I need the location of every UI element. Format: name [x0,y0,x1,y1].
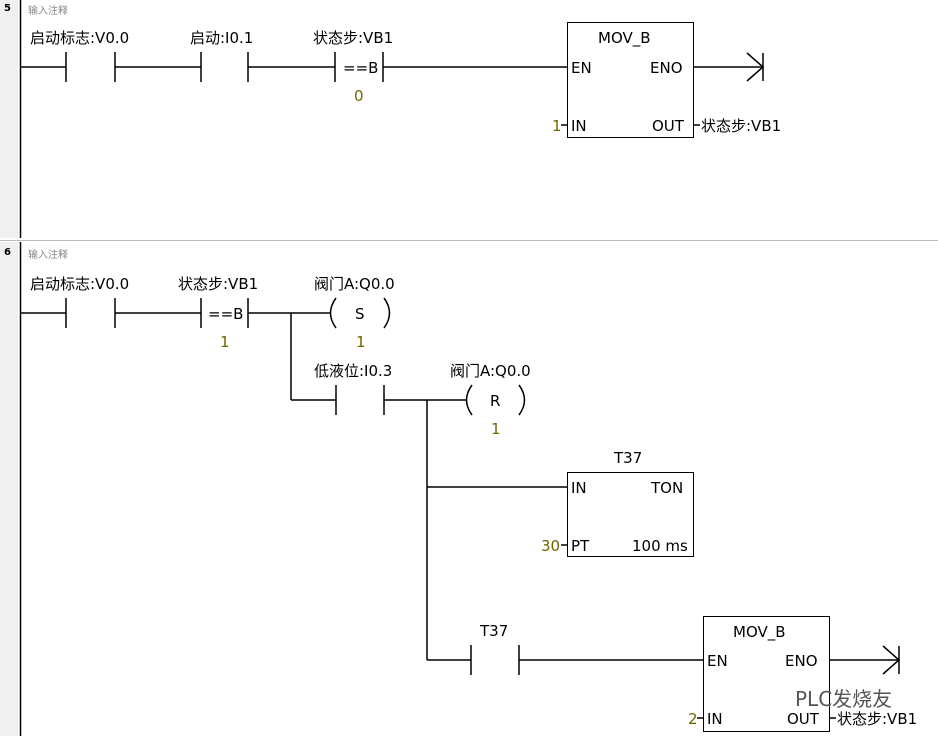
n5-mov-b-in: IN [571,117,587,135]
n6-mov-b-en: EN [707,652,728,670]
n6-contact-start-flag[interactable] [62,296,120,330]
network-5-gutter [0,0,18,238]
n5-mov-b-out: OUT [652,117,684,135]
n6-timer-type: TON [651,479,684,497]
n6-compare-label: 状态步:VB1 [178,275,259,293]
n6-contact-low-level[interactable] [332,383,388,417]
n6-mov-b-out: OUT [787,710,819,728]
n5-compare-label: 状态步:VB1 [313,29,394,47]
n6-timer-title: T37 [614,449,643,467]
n6-contact-start-flag-label: 启动标志:V0.0 [30,275,130,293]
n5-contact-start-flag-label: 启动标志:V0.0 [30,29,130,47]
n5-contact-start-label: 启动:I0.1 [190,29,254,47]
n6-reset-coil-type[interactable]: R [490,392,501,410]
n6-mov-b-in: IN [707,710,723,728]
n6-mov-b-title: MOV_B [733,623,786,641]
n6-set-coil-type[interactable]: S [355,305,365,323]
n5-contact-start-flag[interactable] [62,50,120,84]
n5-mov-b-title: MOV_B [598,29,651,47]
n5-mov-b-in-value[interactable]: 1 [552,117,562,135]
n6-mov-b-out-value[interactable]: 状态步:VB1 [837,710,918,728]
n6-timer-pt-value[interactable]: 30 [541,537,561,555]
n5-mov-b-eno: ENO [650,59,683,77]
n6-mov-b-eno: ENO [785,652,818,670]
n6-set-coil-value: 1 [356,333,366,351]
n5-compare-op[interactable]: ==B [343,59,379,77]
network-5-number[interactable]: 5 [4,3,11,14]
n6-mov-b-box[interactable] [703,616,830,732]
network-6-number[interactable]: 6 [4,247,11,258]
n6-timer-pt: PT [571,537,590,555]
n5-mov-b-out-value[interactable]: 状态步:VB1 [701,117,782,135]
network-6-gutter [0,242,18,736]
n6-compare-op[interactable]: ==B [208,305,244,323]
n6-timer-in: IN [571,479,587,497]
network-6-comment[interactable]: 输入注释 [28,250,68,261]
n5-mov-b-en: EN [571,59,592,77]
n5-contact-start[interactable] [197,50,252,84]
n6-contact-low-level-label: 低液位:I0.3 [314,362,393,380]
network-5-comment[interactable]: 输入注释 [28,6,68,17]
n6-compare-value: 1 [220,333,230,351]
n6-timer-base: 100 ms [632,537,688,555]
n6-contact-t37[interactable] [467,643,523,677]
n6-set-coil-label: 阀门A:Q0.0 [314,275,395,293]
n6-reset-coil-label: 阀门A:Q0.0 [450,362,531,380]
n5-mov-b-box[interactable] [567,22,694,138]
n6-timer-box[interactable] [567,472,694,557]
watermark-text: PLC发烧友 [795,687,893,711]
n6-reset-coil-value: 1 [491,420,501,438]
n6-contact-t37-label: T37 [480,622,509,640]
network-separator [0,240,938,241]
n5-compare-value: 0 [354,87,364,105]
n6-mov-b-in-value[interactable]: 2 [688,710,698,728]
